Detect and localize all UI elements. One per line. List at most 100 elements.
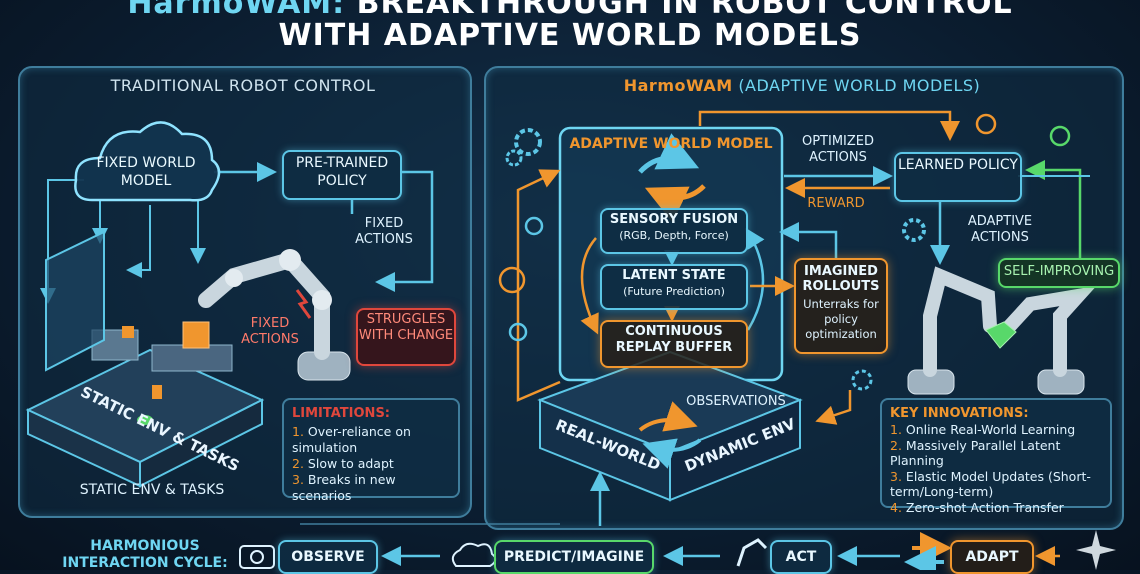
limitation-item: 3. Breaks in new scenarios [292,472,396,503]
lightbulb-icon [975,113,997,135]
right-header-rest: (ADAPTIVE WORLD MODELS) [738,76,981,95]
innovations-list: 1. Online Real-World Learning 2. Massive… [890,422,1106,515]
orange-cylinder [152,385,162,399]
left-caption: STATIC ENV & TASKS [79,482,225,498]
right-arm-links-2 [1001,285,1097,377]
lightbulb-icon-2 [524,216,544,236]
sparkle-icon [1076,530,1116,570]
pre-trained-policy-box: PRE-TRAINED POLICY [282,150,402,200]
learned-policy-box: LEARNED POLICY [894,152,1022,202]
arm-joint-2 [279,249,301,271]
cycle-step-label: OBSERVE [291,549,365,565]
arm-joint-3 [225,269,243,287]
title-rest: BREAKTHROUGH IN ROBOT CONTROL [356,0,1013,21]
title-brand: HarmoWAM: [127,0,346,21]
fixed-world-model-label: FIXED WORLD MODEL [96,155,196,189]
imagined-rollouts-box: IMAGINED ROLLOUTS Unterraks for policy o… [794,258,888,354]
arm-cube [182,321,210,349]
self-improving-badge: SELF-IMPROVING [998,258,1120,288]
cycle-step-label: ACT [785,549,817,565]
env-to-imagined [815,390,852,425]
gear-icon-small [505,149,523,167]
lightbulb-icon-3 [508,322,528,342]
lightbulb-icon-green [1049,125,1071,147]
innovation-item: 4. Zero-shot Action Transfer [890,499,1064,515]
sensory-title: SENSORY FUSION [609,212,739,227]
orange-cube-small [122,326,134,338]
limitation-item: 2. Slow to adapt [292,456,394,471]
left-panel-header: TRADITIONAL ROBOT CONTROL [110,76,376,95]
static-platform-right [139,398,263,488]
imagined-title: IMAGINED ROLLOUTS [802,264,880,294]
green-dome [137,415,153,425]
limitations-list: 1. Over-reliance on simulation 2. Slow t… [292,424,456,504]
cycle-step-label: PREDICT/IMAGINE [503,549,645,565]
block-2 [151,344,233,372]
cycle-step-label: ADAPT [965,549,1019,565]
real-world-platform-right [669,398,801,502]
cycle-label: HARMONIOUS INTERACTION CYCLE: [60,538,230,572]
cycle-step-act: ACT [770,540,832,574]
sensory-fusion-box: SENSORY FUSION (RGB, Depth, Force) [600,208,748,254]
right-arm-links-1 [923,266,997,377]
cloud-down-arrow-2 [126,205,151,278]
imagined-to-awm [779,222,838,258]
arm-joint-1 [312,290,332,310]
gear-icon-3 [851,369,873,391]
cloud-shape [74,121,221,202]
right-header-brand: HarmoWAM [623,76,733,95]
pre-trained-policy-label: PRE-TRAINED POLICY [295,155,389,189]
sync-icon-top [638,133,700,174]
struggles-label: STRUGGLES WITH CHANGE [358,312,454,343]
cycle-label-line-2: INTERACTION CYCLE: [62,555,228,571]
awm-right-loop [745,227,765,331]
limitations-title: LIMITATIONS: [292,406,391,421]
right-panel-header: HarmoWAM (ADAPTIVE WORLD MODELS) [484,76,1120,95]
innovation-item: 3. Elastic Model Updates (Short-term/Lon… [890,468,1091,500]
observations-label: OBSERVATIONS [686,394,786,409]
innovation-item: 1. Online Real-World Learning [890,422,1076,437]
limitations-box: LIMITATIONS: 1. Over-reliance on simulat… [282,398,460,503]
self-improving-loop [1025,160,1082,260]
brain-icon [498,266,526,294]
limitation-item: 1. Over-reliance on simulation [292,424,411,455]
innovation-item: 2. Massively Parallel Latent Planning [890,437,1061,469]
latent-title: LATENT STATE [622,268,726,283]
fixed-actions-label-top: FIXED ACTIONS [355,216,413,247]
top-arc-arrow [698,110,960,141]
learned-policy-label: LEARNED POLICY [898,157,1018,173]
sync-icon-bottom [644,184,706,223]
latent-state-box: LATENT STATE (Future Prediction) [600,264,748,310]
green-cube [985,321,1017,349]
sensory-sub: (RGB, Depth, Force) [619,229,729,242]
cycle-label-line-1: HARMONIOUS [90,538,200,554]
gear-icon [514,128,542,156]
gear-icon-2 [902,218,926,242]
title-line-2: WITH ADAPTIVE WORLD MODELS [278,18,862,53]
outer-loop-left [516,169,561,402]
robot-arm-icon [736,538,768,567]
title-line-1: HarmoWAM: BREAKTHROUGH IN ROBOT CONTROL [0,0,1140,21]
replay-buffer-box: CONTINUOUS REPLAY BUFFER [600,320,748,368]
reward-label: REWARD [807,196,865,211]
innovations-title: KEY INNOVATIONS: [890,406,1029,421]
innovations-box: KEY INNOVATIONS: 1. Online Real-World Le… [880,398,1112,515]
spark-icon [295,289,312,319]
policy-to-arm-arrow [375,170,434,292]
fixed-actions-label-arm: FIXED ACTIONS [241,316,299,347]
camera-icon [239,545,275,569]
cycle-step-adapt: ADAPT [950,540,1034,574]
self-improving-label: SELF-IMPROVING [1003,264,1115,279]
awm-title: ADAPTIVE WORLD MODEL [569,136,773,152]
imagined-sub: Unterraks for policy optimization [803,297,879,341]
adaptive-actions-label: ADAPTIVE ACTIONS [967,214,1033,245]
struggles-badge: STRUGGLES WITH CHANGE [356,308,456,366]
platform-cycle-icon-1 [638,401,698,432]
cycle-step-predict: PREDICT/IMAGINE [494,540,654,574]
awm-left-loop [580,237,599,335]
platform-cycle-icon-2 [642,438,702,469]
optimized-actions-label: OPTIMIZED ACTIONS [801,134,875,165]
latent-sub: (Future Prediction) [623,285,725,298]
replay-title: CONTINUOUS REPLAY BUFFER [615,324,733,355]
